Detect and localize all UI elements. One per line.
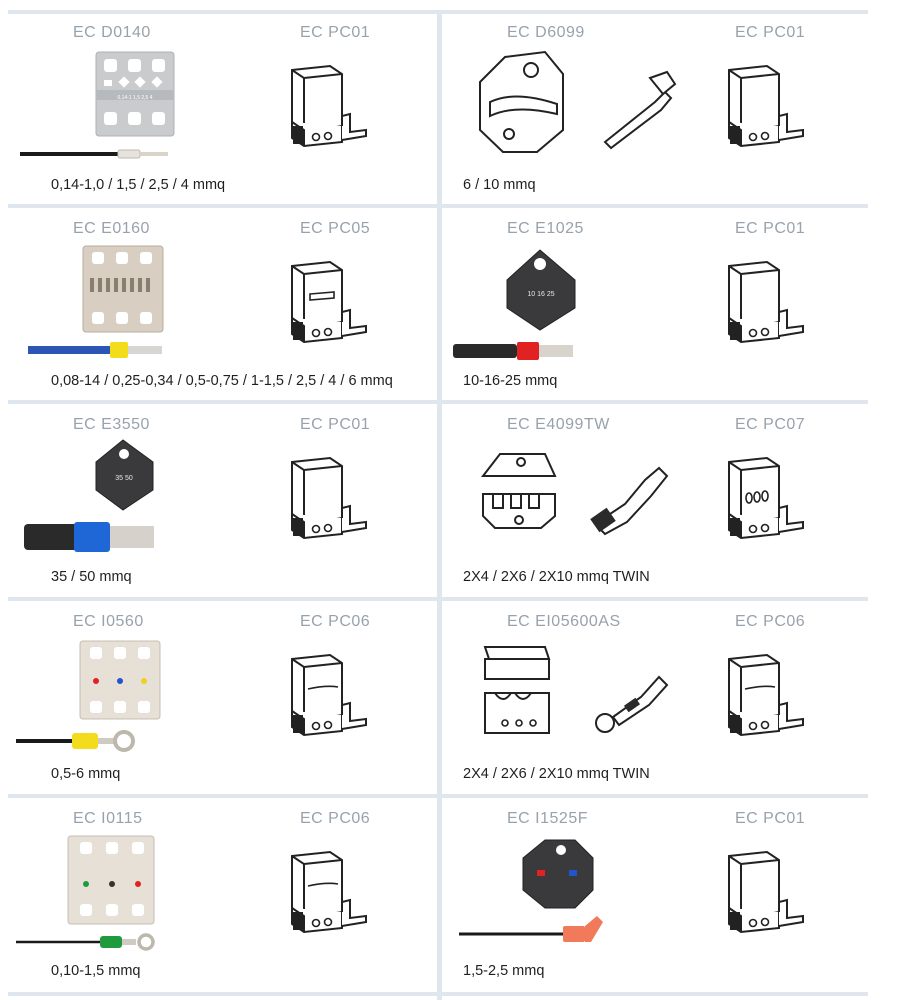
die-photo: 0,14-1 1,5 2,5 4 [20,51,175,159]
die-code: EC I0115 [73,810,143,827]
die-photo [16,835,155,951]
die-marks: 10 16 25 [527,291,554,298]
row-divider [8,794,868,798]
die-drawing [480,453,669,536]
holder-drawing [291,653,367,737]
product-cell: EC I0115 EC PC06 0,10-1,5 mmq [8,798,438,988]
holder-drawing [728,456,804,540]
holder-code: EC PC06 [300,810,371,827]
wire-size: 0,08-14 / 0,25-0,34 / 0,5-0,75 / 1-1,5 /… [51,373,393,389]
wire-size: 0,14-1,0 / 1,5 / 2,5 / 4 mmq [51,177,226,193]
row-divider [8,204,868,208]
holder-code: EC PC06 [735,613,806,630]
holder-code: EC PC05 [300,220,371,237]
column-divider [437,10,442,1000]
row-divider [8,597,868,601]
wire-size: 6 / 10 mmq [463,177,536,193]
die-drawing [479,50,677,153]
row-divider [8,992,868,996]
die-marks: 35 50 [115,475,133,482]
die-photo [28,245,164,358]
die-drawing [483,646,669,734]
die-code: EC E0160 [73,220,150,237]
die-code: EC E1025 [507,220,584,237]
holder-drawing [291,850,367,934]
row-divider [8,400,868,404]
die-code: EC D0140 [73,24,151,41]
die-photo: 10 16 25 [453,249,576,360]
wire-size: 2X4 / 2X6 / 2X10 mmq TWIN [463,569,650,585]
die-code: EC D6099 [507,24,585,41]
die-photo [459,839,603,942]
holder-code: EC PC07 [735,416,806,433]
wire-size: 35 / 50 mmq [51,569,132,585]
product-cell: EC E0160 EC PC05 0,08-14 / 0,25-0,34 / 0… [8,208,438,398]
product-cell: EC E4099TW EC PC07 2X4 / 2X6 / 2X10 mmq … [445,404,875,594]
die-code: EC I1525F [507,810,588,827]
product-cell: EC I1525F EC PC01 1,5-2,5 mmq [445,798,875,988]
die-marks: 0,14-1 1,5 2,5 4 [117,95,152,101]
product-cell: EC E1025 EC PC01 10 16 25 10-16-25 mmq [445,208,875,398]
wire-size: 0,5-6 mmq [51,766,121,782]
product-cell: EC E3550 EC PC01 35 50 35 / 50 mmq [8,404,438,594]
holder-drawing [291,456,367,540]
holder-code: EC PC01 [735,220,806,237]
die-photo: 35 50 [24,439,154,552]
holder-drawing [728,64,804,148]
holder-code: EC PC01 [735,24,806,41]
holder-code: EC PC01 [300,416,371,433]
wire-size: 1,5-2,5 mmq [463,963,545,979]
holder-drawing [291,260,367,344]
holder-drawing [291,64,367,148]
wire-size: 0,10-1,5 mmq [51,963,141,979]
product-cell: EC D6099 EC PC01 6 / 10 mmq [445,12,875,202]
holder-code: EC PC06 [300,613,371,630]
die-code: EC E4099TW [507,416,610,433]
die-photo [16,640,161,752]
die-code: EC EI05600AS [507,613,621,630]
holder-drawing [728,260,804,344]
holder-code: EC PC01 [735,810,806,827]
row-divider [8,10,868,14]
holder-drawing [728,653,804,737]
product-cell: EC D0140 EC PC01 0,14-1 1,5 2,5 4 0,14-1… [8,12,438,202]
holder-code: EC PC01 [300,24,371,41]
die-code: EC E3550 [73,416,150,433]
product-cell: EC EI05600AS EC PC06 2X4 / 2X6 / 2X10 mm… [445,601,875,791]
product-cell: EC I0560 EC PC06 0,5-6 mmq [8,601,438,791]
die-code: EC I0560 [73,613,144,630]
holder-drawing [728,850,804,934]
wire-size: 2X4 / 2X6 / 2X10 mmq TWIN [463,766,650,782]
wire-size: 10-16-25 mmq [463,373,558,389]
